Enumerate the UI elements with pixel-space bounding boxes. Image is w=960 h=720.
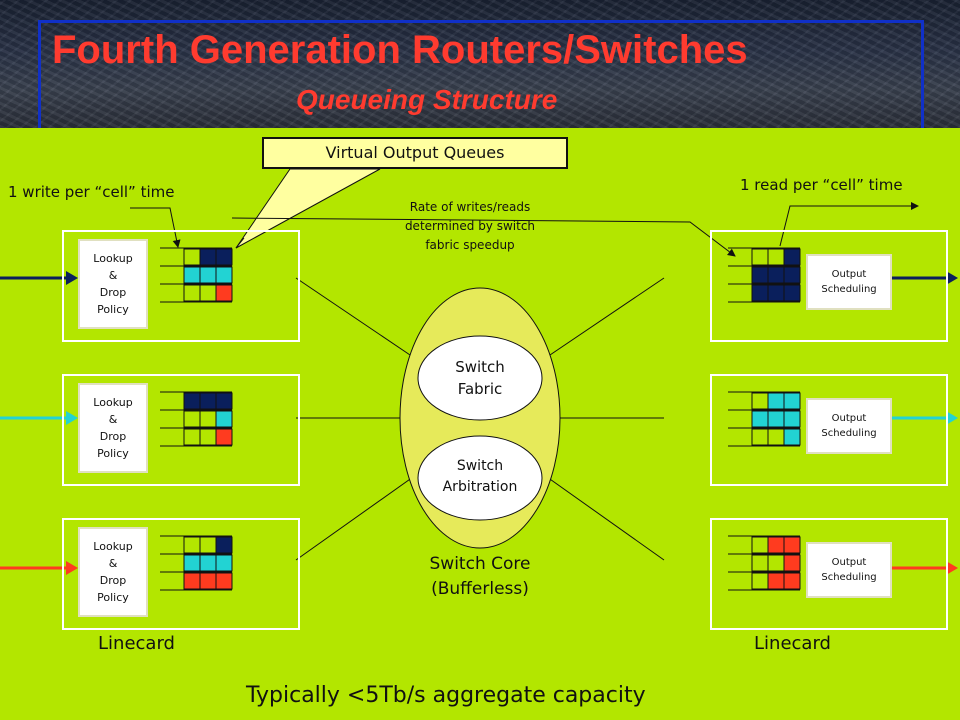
rate-arrow (231, 217, 736, 257)
output-queue-rail (728, 391, 800, 447)
input-voq-cell (215, 266, 233, 284)
switch-core-label: Switch Core(Bufferless) (429, 554, 531, 599)
linecard-label-left: Linecard (98, 633, 175, 654)
output-queue-cell (783, 428, 801, 446)
input-voq-rail (160, 535, 232, 591)
linecard-label-right: Linecard (754, 633, 831, 654)
output-queue-cell (783, 536, 801, 554)
slide-header: Fourth Generation Routers/Switches Queue… (0, 0, 960, 128)
read-arrow (779, 202, 919, 247)
output-queue-cell (783, 572, 801, 590)
callout-pointer (235, 168, 381, 249)
output-queue-cell (783, 266, 801, 284)
input-linecard-3 (62, 518, 300, 630)
virtual-output-queues-callout: Virtual Output Queues (262, 137, 568, 169)
read-note: 1 read per “cell” time (740, 176, 903, 194)
output-queue-cell (783, 554, 801, 572)
output-queue-cell (783, 410, 801, 428)
switch-fabric-oval (417, 335, 543, 421)
input-voq-cell (215, 428, 233, 446)
write-arrow (130, 207, 181, 248)
output-linecard-3 (710, 518, 948, 630)
output-linecard-1 (710, 230, 948, 342)
input-linecard-1 (62, 230, 300, 342)
input-voq-rail (160, 391, 232, 447)
write-note: 1 write per “cell” time (8, 183, 175, 201)
slide-subtitle: Queueing Structure (296, 84, 558, 115)
input-queues (160, 247, 233, 591)
input-voq-cell (215, 284, 233, 302)
input-linecard-2 (62, 374, 300, 486)
input-voq-cell (215, 536, 233, 554)
output-queues (728, 247, 801, 591)
input-voq-cell (215, 392, 233, 410)
output-arrows (890, 271, 958, 575)
output-queue-cell (783, 248, 801, 266)
input-voq-rail (160, 247, 232, 303)
input-voq-cell (215, 248, 233, 266)
input-voq-cell (215, 572, 233, 590)
output-queue-rail (728, 535, 800, 591)
input-voq-cell (215, 410, 233, 428)
header-frame (38, 20, 924, 128)
slide-title: Fourth Generation Routers/Switches (52, 28, 748, 72)
fabric-connections (295, 277, 665, 561)
output-queue-rail (728, 247, 800, 303)
output-linecard-2 (710, 374, 948, 486)
input-arrows (0, 271, 78, 575)
capacity-footer: Typically <5Tb/s aggregate capacity (246, 683, 646, 708)
output-queue-cell (783, 392, 801, 410)
switch-arbitration-oval (417, 435, 543, 521)
output-queue-cell (783, 284, 801, 302)
input-voq-cell (215, 554, 233, 572)
